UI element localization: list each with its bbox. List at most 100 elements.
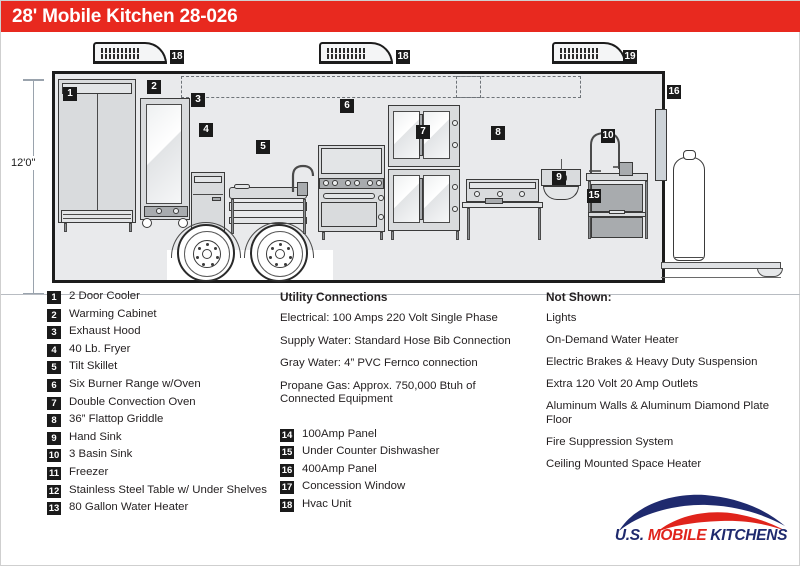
spacer	[280, 416, 530, 428]
hvac-unit-1	[93, 42, 167, 64]
legend-label: 100Amp Panel	[302, 427, 377, 440]
not-shown-item-brakes: Electric Brakes & Heavy Duty Suspension	[546, 356, 758, 368]
logo-text-kitchens: KITCHENS	[710, 527, 788, 544]
legend-label: 3 Basin Sink	[69, 448, 133, 461]
utility-item-supply-water: Supply Water: Standard Hose Bib Connecti…	[280, 334, 511, 347]
legend-badge: 12	[47, 484, 61, 498]
not-shown-item-fire-suppression: Fire Suppression System	[546, 435, 674, 448]
not-shown-item-walls-floor: Aluminum Walls & Aluminum Diamond Plate …	[546, 400, 770, 426]
not-shown-item-outlets: Extra 120 Volt 20 Amp Outlets	[546, 378, 698, 390]
hvac-grille-overlay	[560, 48, 600, 60]
height-dimension-line	[33, 79, 34, 294]
legend-badge: 11	[47, 466, 61, 480]
legend-label: 80 Gallon Water Heater	[69, 501, 189, 514]
list-item: 2 Warming Cabinet	[47, 308, 287, 322]
exhaust-hood-outline-left	[181, 76, 481, 98]
legend-label: Tilt Skillet	[69, 360, 118, 373]
list-item: 3 Exhaust Hood	[47, 325, 287, 340]
legend-label: Under Counter Dishwasher	[302, 445, 440, 458]
list-item: 5 Tilt Skillet	[47, 360, 287, 375]
legend-badge: 9	[47, 431, 61, 445]
logo-wordmark: U.S. MOBILE KITCHENS	[613, 527, 789, 545]
list-item: 10 3 Basin Sink	[47, 448, 287, 463]
trailer-tongue	[661, 262, 781, 269]
list-item: 14 100Amp Panel	[280, 428, 530, 442]
legend-badge: 10	[47, 449, 61, 463]
legend-area: 1 2 Door Cooler 2 Warming Cabinet 3 Exha…	[1, 286, 800, 566]
diagram-marker-2: 2	[147, 80, 161, 94]
height-dimension-label: 12'0"	[9, 156, 38, 170]
legend-label: Hand Sink	[69, 430, 122, 443]
not-shown-item-water-heater: On-Demand Water Heater	[546, 334, 679, 346]
trailer-skirt	[52, 250, 665, 283]
diagram-marker-4: 4	[199, 123, 213, 137]
legend-badge: 16	[280, 463, 294, 477]
utility-item-propane-gas: Propane Gas: Approx. 750,000 Btuh of Con…	[280, 379, 476, 406]
legend-column-equipment: 1 2 Door Cooler 2 Warming Cabinet 3 Exha…	[47, 290, 287, 519]
legend-label: Stainless Steel Table w/ Under Shelves	[69, 483, 267, 496]
diagram-marker-6: 6	[340, 99, 354, 113]
diagram-marker-15: 15	[587, 189, 601, 203]
utility-item-gray-water: Gray Water: 4” PVC Fernco connection	[280, 357, 478, 369]
logo-swoosh-icon	[619, 494, 786, 532]
diagram-marker-8: 8	[491, 126, 505, 140]
legend-badge: 18	[280, 498, 294, 512]
wheel-2	[250, 224, 308, 282]
utility-connections-title: Utility Connections	[280, 290, 388, 304]
legend-badge: 17	[280, 481, 294, 495]
diagram-marker-18-b: 18	[396, 50, 410, 64]
list-item: 4 40 Lb. Fryer	[47, 343, 287, 357]
diagram-marker-3: 3	[191, 93, 205, 107]
diagram-marker-16: 16	[667, 85, 681, 99]
hvac-unit-3	[552, 42, 626, 64]
legend-label: Hvac Unit	[302, 497, 352, 510]
legend-badge: 6	[47, 378, 61, 392]
list-item: 6 Six Burner Range w/Oven	[47, 378, 287, 392]
not-shown-item-lights: Lights	[546, 312, 577, 324]
legend-badge: 8	[47, 414, 61, 428]
legend-label: 2 Door Cooler	[69, 290, 140, 302]
list-item: 7 Double Convection Oven	[47, 396, 287, 410]
legend-badge: 2	[47, 308, 61, 322]
list-item: 11 Freezer	[47, 466, 287, 480]
skillet-faucet-icon	[291, 164, 315, 192]
legend-badge: 5	[47, 361, 61, 375]
diagram-marker-5: 5	[256, 140, 270, 154]
legend-column-utilities: Utility Connections Electrical: 100 Amps…	[280, 290, 530, 515]
legend-label: Concession Window	[302, 480, 406, 493]
list-item: 17 Concession Window	[280, 480, 530, 495]
logo-text-us: U.S.	[614, 527, 648, 544]
list-item: 16 400Amp Panel	[280, 463, 530, 477]
diagram-marker-19: 19	[623, 50, 637, 64]
list-item: 1 2 Door Cooler	[47, 290, 287, 304]
legend-badge: 13	[47, 502, 61, 516]
diagram-marker-9: 9	[552, 171, 566, 185]
tongue-lower-rail	[661, 277, 781, 278]
list-item: 8 36” Flattop Griddle	[47, 413, 287, 428]
diagram-marker-1: 1	[63, 87, 77, 101]
tongue-jack	[757, 268, 783, 277]
logo-text-mobile: MOBILE	[647, 527, 711, 544]
diagram-marker-7: 7	[416, 125, 430, 139]
wheel-1	[177, 224, 235, 282]
not-shown-item-space-heater: Ceiling Mounted Space Heater	[546, 457, 702, 470]
list-item: 13 80 Gallon Water Heater	[47, 501, 287, 516]
height-dimension-cap-top	[23, 79, 44, 81]
legend-badge: 7	[47, 396, 61, 410]
legend-label: Exhaust Hood	[69, 325, 141, 338]
legend-badge: 1	[47, 291, 61, 304]
page-title: 28' Mobile Kitchen 28-026	[12, 6, 238, 27]
legend-label: 400Amp Panel	[302, 462, 377, 475]
not-shown-title: Not Shown:	[546, 290, 612, 304]
legend-label: 36” Flattop Griddle	[69, 413, 164, 426]
company-logo: U.S. MOBILE KITCHENS	[613, 493, 789, 555]
list-item: 18 Hvac Unit	[280, 498, 530, 512]
legend-label: Six Burner Range w/Oven	[69, 377, 201, 390]
hvac-grille-overlay	[327, 48, 367, 60]
ground-line	[1, 294, 800, 295]
list-item: 15 Under Counter Dishwasher	[280, 445, 530, 460]
legend-label: Freezer	[69, 465, 109, 478]
list-item: 9 Hand Sink	[47, 431, 287, 445]
legend-badge: 14	[280, 428, 294, 442]
